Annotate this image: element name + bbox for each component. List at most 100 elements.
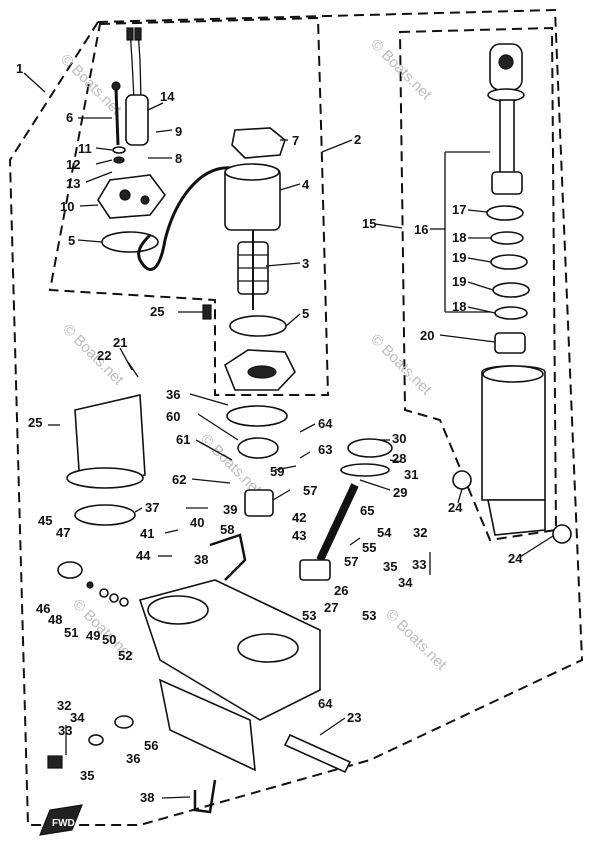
- part-label: 22: [97, 348, 111, 363]
- part-label: 50: [102, 632, 116, 647]
- leader-line: [95, 147, 113, 151]
- part-label: 47: [56, 525, 70, 540]
- check-ball: [86, 581, 94, 589]
- part-label: 54: [377, 525, 392, 540]
- part-label: 46: [36, 601, 50, 616]
- seal-ring: [486, 205, 524, 221]
- part-label: 41: [140, 526, 154, 541]
- leader-line: [349, 537, 361, 546]
- part-label: 2: [354, 132, 361, 147]
- part-label: 26: [334, 583, 348, 598]
- leader-line: [299, 451, 311, 459]
- part-label: 37: [145, 500, 159, 515]
- cylinder-subassembly-boundary: [398, 26, 558, 542]
- manifold-port: [237, 633, 299, 663]
- part-label: 49: [86, 628, 100, 643]
- part-label: 5: [68, 233, 75, 248]
- wire-harness: [209, 533, 247, 581]
- leader-line: [189, 393, 229, 406]
- brush-holder: [97, 174, 166, 219]
- o-ring: [119, 597, 129, 607]
- part-label: 8: [175, 151, 182, 166]
- part-label: 12: [66, 157, 80, 172]
- valve-assembly: [347, 438, 393, 458]
- part-label: 57: [344, 554, 358, 569]
- o-ring: [340, 463, 390, 477]
- bolt-head: [111, 81, 121, 91]
- part-label: 24: [448, 500, 463, 515]
- watermark: © Boats.net: [382, 606, 450, 674]
- leader-line: [119, 347, 133, 371]
- part-label: 10: [60, 199, 74, 214]
- part-label: 43: [292, 528, 306, 543]
- part-label: 15: [362, 216, 376, 231]
- spring: [88, 734, 104, 746]
- leader-line: [457, 488, 463, 504]
- cylinder-parts: [444, 43, 572, 544]
- part-label: 24: [508, 551, 523, 566]
- part-label: 45: [38, 513, 52, 528]
- forward-marker-shape: [39, 804, 83, 836]
- part-label: 65: [360, 503, 374, 518]
- leader-line: [285, 313, 301, 327]
- part-label: 25: [28, 415, 42, 430]
- motor-cover: [231, 127, 286, 159]
- spring-piston: [299, 559, 331, 581]
- part-label: 56: [144, 738, 158, 753]
- leader-line: [467, 209, 488, 213]
- pump-body: [244, 489, 274, 517]
- motor-subassembly-boundary: [48, 16, 330, 396]
- leader-line: [191, 478, 231, 484]
- part-label: 14: [160, 89, 175, 104]
- part-label: 33: [58, 723, 72, 738]
- part-label: 52: [118, 648, 132, 663]
- stator-top: [224, 163, 280, 181]
- o-ring: [226, 405, 288, 427]
- bolt: [114, 87, 120, 146]
- part-label: 21: [113, 335, 127, 350]
- o-ring: [109, 593, 119, 603]
- part-label: 19: [452, 250, 466, 265]
- part-label: 32: [413, 525, 427, 540]
- part-label: 35: [383, 559, 397, 574]
- cylinder-cap: [494, 332, 526, 354]
- seal-ring: [490, 254, 528, 270]
- leader-line: [265, 262, 301, 267]
- nut: [113, 156, 125, 164]
- manifold-lower: [158, 678, 256, 772]
- pivot-pin: [283, 733, 352, 774]
- piston: [491, 171, 523, 195]
- ground-cable: [193, 779, 217, 814]
- piston-rod: [499, 99, 515, 181]
- bushing: [552, 524, 572, 544]
- leader-line: [467, 281, 494, 291]
- forward-marker: FWD: [52, 818, 75, 829]
- leader-line: [161, 796, 191, 799]
- part-label: 30: [392, 431, 406, 446]
- leader-line: [359, 479, 391, 491]
- leader-lines: [23, 72, 554, 799]
- leader-line: [374, 223, 403, 229]
- part-label: 5: [302, 306, 309, 321]
- part-label: 38: [140, 790, 154, 805]
- plug: [47, 755, 63, 769]
- leader-line: [79, 204, 99, 207]
- part-label: 25: [150, 304, 164, 319]
- motor-parts: [97, 27, 296, 391]
- leader-line: [155, 129, 173, 133]
- leader-line: [319, 717, 346, 736]
- leader-line: [127, 361, 139, 378]
- part-label: 53: [302, 608, 316, 623]
- leader-line: [134, 507, 143, 513]
- part-label: 16: [414, 222, 428, 237]
- part-label: 27: [324, 600, 338, 615]
- part-label: 57: [303, 483, 317, 498]
- leader-line: [279, 183, 301, 191]
- pump-parts: FWD: [39, 394, 393, 836]
- reservoir-tank: [74, 394, 146, 486]
- part-label: 39: [223, 502, 237, 517]
- part-label: 38: [194, 552, 208, 567]
- cylinder-mount: [487, 499, 546, 536]
- part-label: 42: [292, 510, 306, 525]
